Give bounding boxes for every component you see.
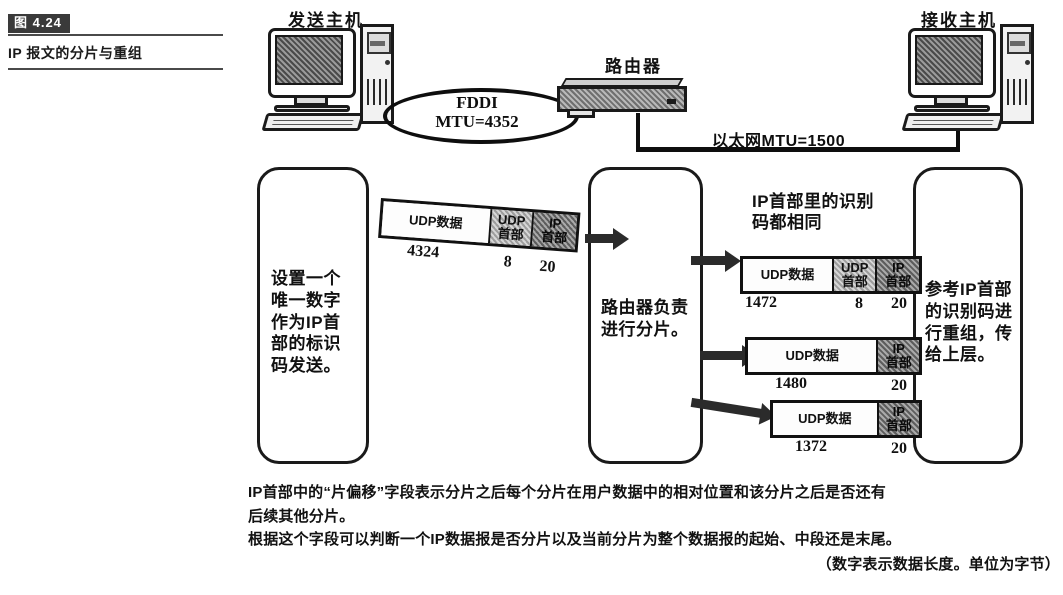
header-rule-top (8, 34, 223, 37)
fragment-3-packet: UDP数据 IP 首部 (770, 400, 922, 438)
power-led (385, 60, 390, 65)
receiver-note-l3: 行重组，传 (925, 323, 1013, 343)
figure-number-badge: 图 4.24 (8, 14, 70, 34)
router-label: 路由器 (605, 57, 662, 76)
receiver-note-l2: 的识别码进 (925, 301, 1013, 321)
size-udp-header: 8 (855, 295, 863, 312)
fragment-2-packet: UDP数据 IP 首部 (745, 337, 922, 375)
fddi-label: FDDI MTU=4352 (392, 93, 562, 131)
caption-line-2: 后续其他分片。 (248, 507, 355, 525)
router-lane-text: 路由器负责 进行分片。 (601, 297, 705, 341)
router-drop-line (636, 113, 640, 150)
receiver-host-label: 接收主机 (921, 11, 997, 30)
figure-header: 图 4.24 IP 报文的分片与重组 (8, 14, 223, 71)
size-ip-header: 20 (891, 295, 907, 312)
size-udp-data: 4324 (406, 242, 440, 262)
receiver-lane-text: 参考IP首部 的识别码进 行重组，传 给上层。 (925, 279, 1021, 366)
sender-note-l5: 码发送。 (271, 356, 341, 375)
arrow-to-fragment-3 (690, 392, 782, 428)
same-identifier-annotation: IP首部里的识别 码都相同 (752, 191, 874, 234)
caption-line-3: 根据这个字段可以判断一个IP数据报是否分片以及当前分片为整个数据报的起始、中段还… (248, 531, 901, 548)
drive-slot (370, 41, 385, 46)
monitor-base (274, 105, 350, 112)
size-udp-header: 8 (503, 253, 513, 271)
sender-lane-box (257, 167, 369, 464)
fddi-label-line1: FDDI (456, 93, 498, 112)
monitor-neck (934, 98, 968, 106)
receiver-lane-box (913, 167, 1023, 464)
sender-note-l2: 唯一数字 (271, 290, 341, 310)
segment-udp-header: UDP 首部 (833, 259, 878, 291)
segment-ip-header: IP 首部 (877, 259, 919, 291)
segment-ip-header: IP 首部 (878, 340, 919, 372)
segment-udp-data: UDP数据 (743, 259, 834, 291)
monitor-neck (294, 98, 328, 106)
size-udp-data: 1372 (795, 438, 827, 455)
receiver-note-l4: 给上层。 (925, 345, 995, 365)
ethernet-bus-line (636, 147, 960, 152)
keyboard-icon (261, 113, 365, 131)
figure-title: IP 报文的分片与重组 (8, 45, 143, 62)
monitor-screen (275, 35, 343, 85)
ethernet-label: 以太网MTU=1500 (712, 133, 846, 150)
size-udp-data: 1480 (775, 375, 807, 392)
receiver-drop-line (956, 113, 960, 150)
sender-note-l4: 部的标识 (271, 334, 341, 354)
receiver-note-l1: 参考IP首部 (925, 280, 1013, 299)
router-lane-box (588, 167, 703, 464)
segment-ip-header: IP 首部 (878, 403, 919, 435)
figure-caption: IP首部中的“片偏移”字段表示分片之后每个分片在用户数据中的相对位置和该分片之后… (248, 482, 1060, 576)
segment-udp-data: UDP数据 (773, 403, 879, 435)
router-note-l2: 进行分片。 (601, 319, 689, 339)
same-id-line2: 码都相同 (752, 213, 822, 233)
router-front-face (557, 86, 687, 112)
power-led (1025, 60, 1030, 65)
sender-lane-text: 设置一个 唯一数字 作为IP首 部的标识 码发送。 (271, 268, 363, 377)
tower-vents (367, 79, 391, 105)
size-udp-data: 1472 (745, 294, 777, 311)
tower-vents (1007, 79, 1031, 105)
header-rule-bottom (8, 68, 223, 71)
segment-ip-header: IP 首部 (532, 212, 578, 250)
size-ip-header: 20 (891, 377, 907, 394)
segment-udp-data: UDP数据 (381, 201, 493, 244)
fragment-1-packet: UDP数据 UDP 首部 IP 首部 (740, 256, 922, 294)
fddi-label-line2: MTU=4352 (435, 112, 519, 132)
drive-slot (1010, 41, 1025, 46)
router-foot (567, 111, 595, 118)
monitor-base (914, 105, 990, 112)
caption-line-4: （数字表示数据长度。单位为字节） (816, 555, 1060, 573)
keyboard-icon (901, 113, 1005, 131)
router-note-l1: 路由器负责 (601, 298, 689, 317)
same-id-line1: IP首部里的识别 (752, 192, 875, 211)
segment-udp-data: UDP数据 (748, 340, 879, 372)
router-led (667, 99, 676, 104)
segment-udp-header: UDP 首部 (489, 209, 535, 247)
size-ip-header: 20 (891, 440, 907, 457)
sender-note-l1: 设置一个 (271, 269, 341, 288)
pc-tower-icon (1000, 24, 1034, 124)
sender-host-label: 发送主机 (288, 11, 364, 30)
size-ip-header: 20 (538, 257, 557, 276)
sender-note-l3: 作为IP首 (271, 312, 341, 332)
monitor-screen (915, 35, 983, 85)
caption-line-1: IP首部中的“片偏移”字段表示分片之后每个分片在用户数据中的相对位置和该分片之后… (248, 484, 886, 501)
